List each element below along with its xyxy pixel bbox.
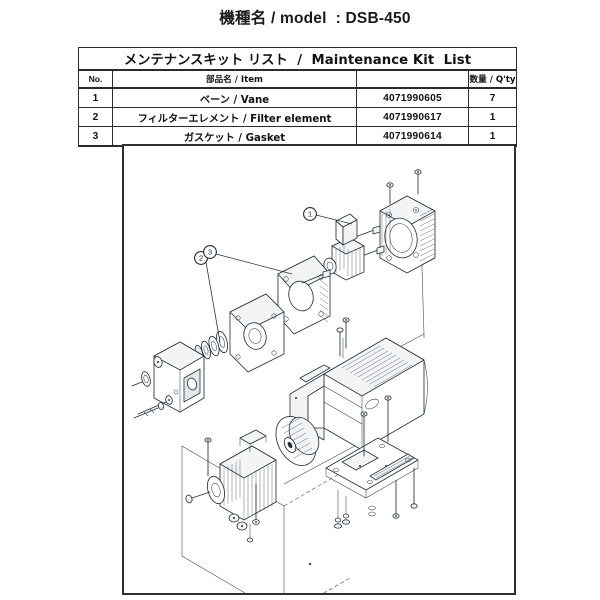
column-header-qty: 数量 / Q'ty bbox=[467, 69, 518, 89]
motor-body bbox=[185, 429, 277, 531]
model-label-en: model bbox=[279, 10, 327, 27]
row-part-number: 4071990617 bbox=[356, 107, 469, 127]
table-header-row: No. 部品名 / Item 数量 / Q'ty bbox=[78, 69, 518, 89]
callout-2: 2 bbox=[194, 251, 221, 343]
fan-coupling-wheel bbox=[275, 416, 320, 466]
table-row: 3 ガスケット / Gasket 4071990614 1 bbox=[78, 126, 518, 147]
row-item: フィルターエレメント / Filter element bbox=[112, 107, 357, 127]
table-title-row: メンテナンスキット リスト / Maintenance Kit List bbox=[77, 47, 518, 71]
callout-3-label: 3 bbox=[208, 248, 212, 257]
gasket-plate bbox=[277, 255, 331, 335]
column-header-item: 部品名 / Item bbox=[112, 69, 357, 89]
document-header: 機種名 / model : DSB-450 bbox=[0, 6, 600, 28]
row-no: 3 bbox=[78, 126, 113, 147]
row-qty: 1 bbox=[467, 107, 518, 127]
maintenance-kit-table: メンテナンスキット リスト / Maintenance Kit List No.… bbox=[77, 47, 518, 147]
housing-top-bolts bbox=[386, 169, 422, 205]
column-header-part-number bbox=[356, 69, 469, 89]
base-plate-fasteners bbox=[333, 395, 418, 529]
gasket-fixing-bolt bbox=[301, 269, 331, 284]
lower-left-fasteners bbox=[133, 389, 179, 419]
shroud-top-bolts bbox=[336, 317, 350, 359]
callout-1: 1 bbox=[303, 207, 353, 225]
model-value: DSB-450 bbox=[345, 10, 411, 27]
pump-cylinder-housing bbox=[379, 195, 436, 274]
motor-mounting-bolts bbox=[204, 437, 260, 543]
detail-marker bbox=[308, 562, 312, 566]
column-header-no: No. bbox=[78, 69, 113, 89]
table-row: 1 ベーン / Vane 4071990605 7 bbox=[78, 87, 518, 108]
row-no: 2 bbox=[78, 107, 113, 127]
callout-3: 3 bbox=[203, 245, 293, 275]
callout-1-label: 1 bbox=[308, 210, 312, 219]
model-colon: : bbox=[326, 10, 346, 27]
table-body: 1 ベーン / Vane 4071990605 7 2 フィルターエレメント /… bbox=[78, 87, 518, 147]
model-title: 機種名 / model : DSB-450 bbox=[219, 6, 410, 28]
table-title: メンテナンスキット リスト / Maintenance Kit List bbox=[77, 47, 518, 71]
rotor-with-vanes bbox=[319, 213, 365, 281]
table-row: 2 フィルターエレメント / Filter element 4071990617… bbox=[78, 107, 518, 127]
bearing-seal-ring-stack bbox=[194, 330, 229, 362]
model-label-separator: / bbox=[266, 10, 280, 27]
row-no: 1 bbox=[78, 87, 113, 108]
inlet-exhaust-body-block bbox=[131, 341, 205, 413]
row-part-number: 4071990605 bbox=[356, 87, 469, 108]
exploded-assembly-diagram: 1 2 3 bbox=[131, 169, 436, 593]
model-label-jp: 機種名 bbox=[219, 9, 267, 27]
row-item: ベーン / Vane bbox=[112, 87, 357, 108]
maintenance-kit-table-wrapper: メンテナンスキット リスト / Maintenance Kit List No.… bbox=[77, 47, 518, 147]
base-mounting-plate bbox=[325, 437, 419, 499]
end-cover-plate bbox=[229, 293, 285, 373]
exploded-diagram-panel: 1 2 3 bbox=[122, 144, 516, 595]
row-qty: 7 bbox=[467, 87, 518, 108]
callout-2-label: 2 bbox=[199, 254, 203, 263]
